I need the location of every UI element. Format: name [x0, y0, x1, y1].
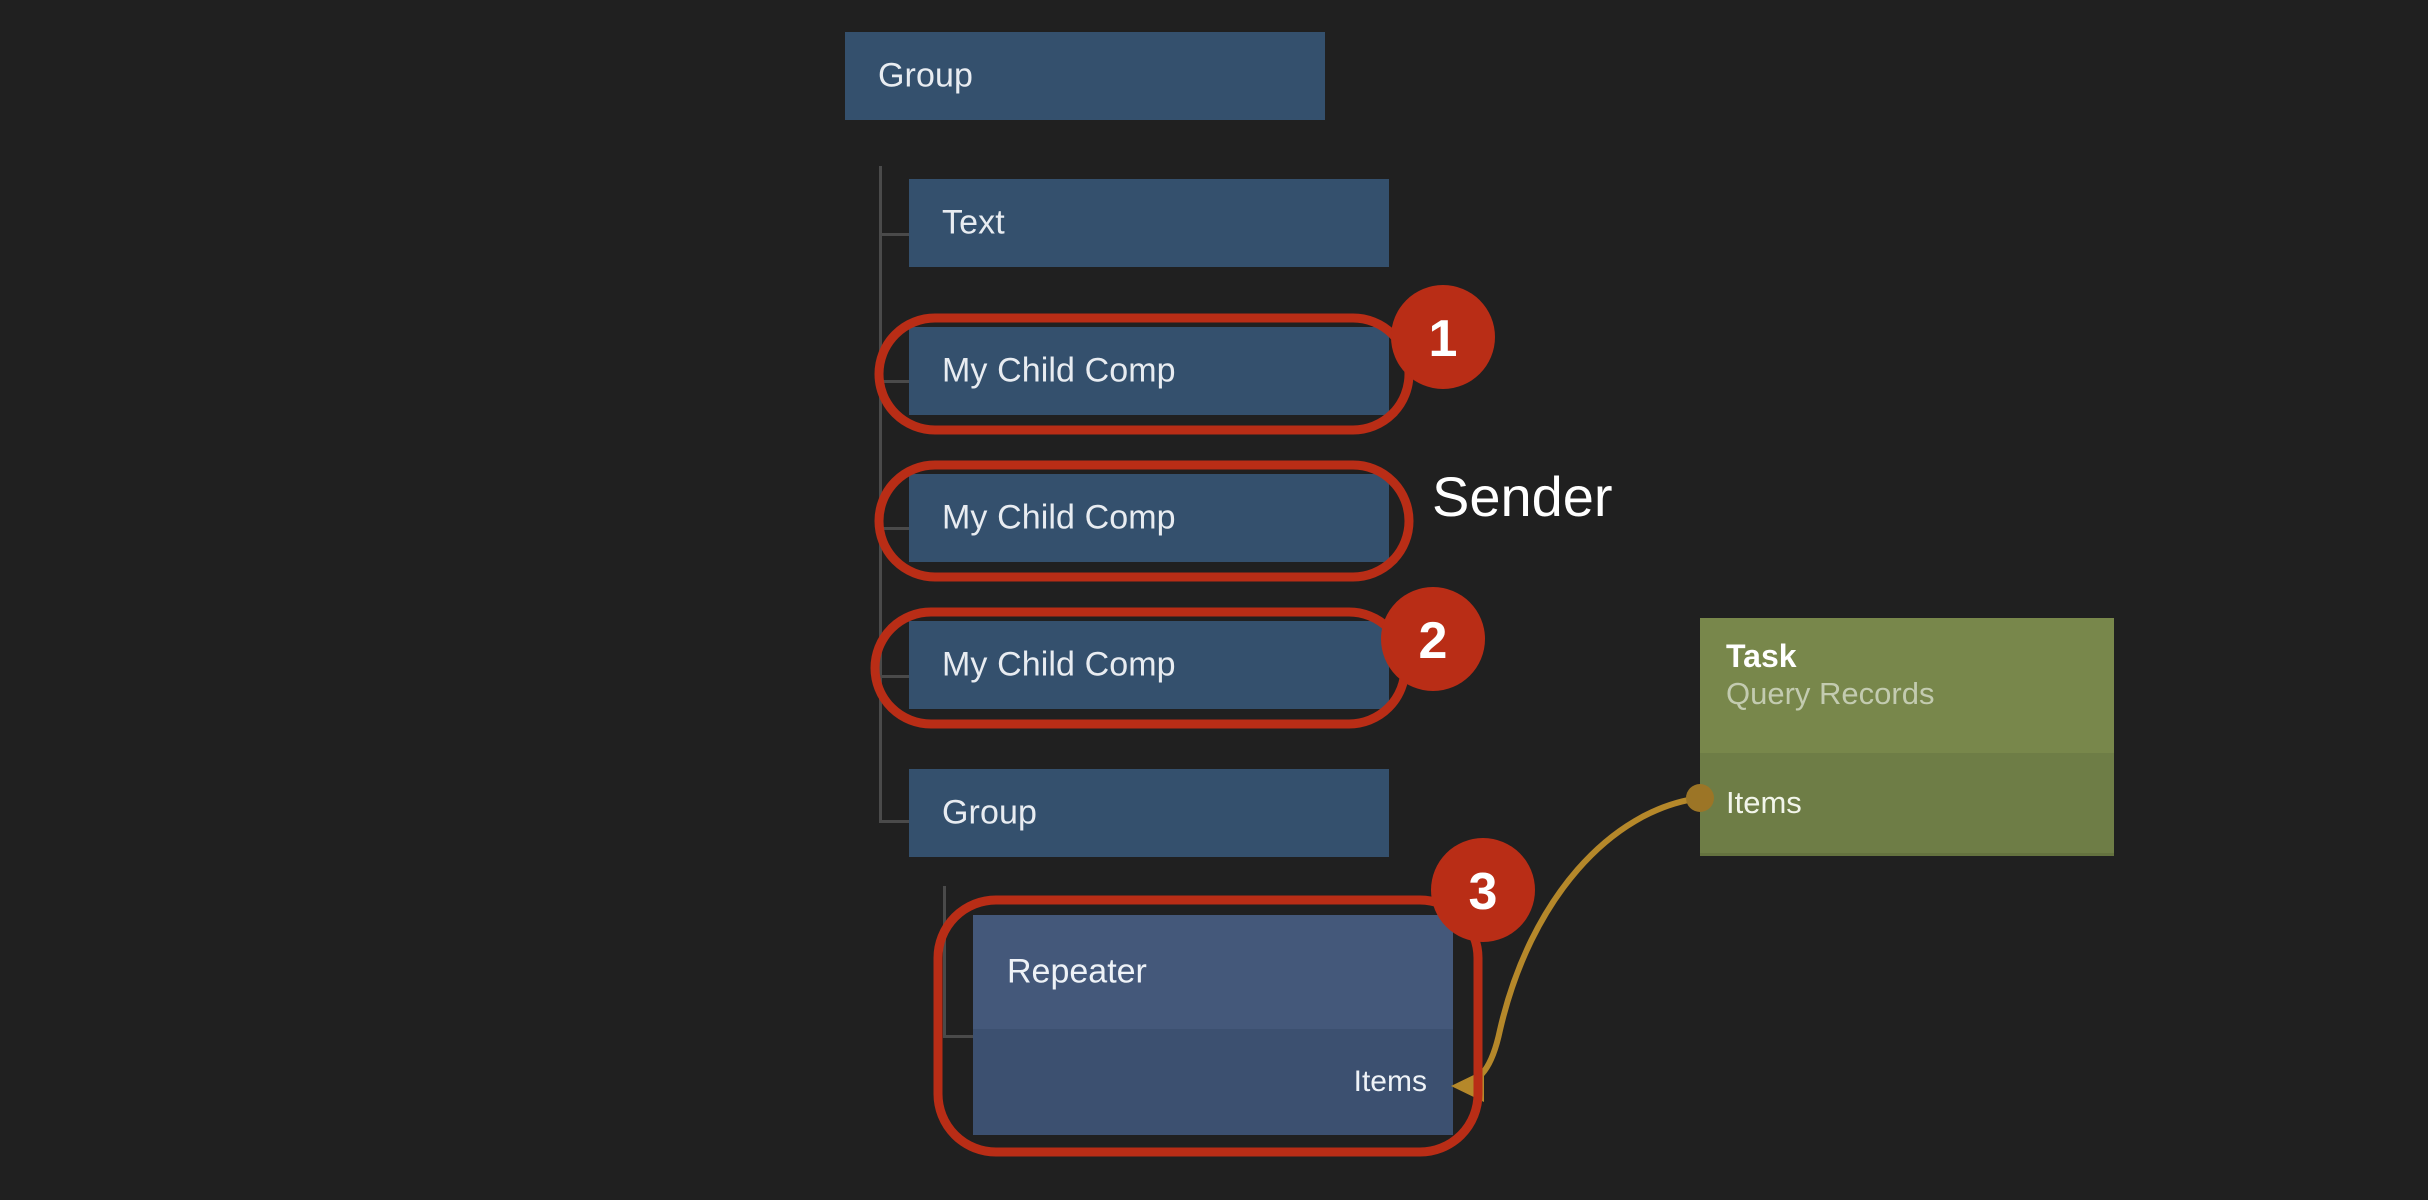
node-label: My Child Comp: [942, 645, 1176, 684]
node-my-child-comp-3[interactable]: My Child Comp: [909, 621, 1389, 709]
node-label: Group: [942, 793, 1037, 832]
task-body: Items: [1700, 753, 2114, 856]
tree-tick-child-2: [879, 527, 910, 530]
badge-leader-lines: [1404, 369, 1483, 893]
connection-wire: [1451, 784, 1714, 1102]
badge-2[interactable]: 2: [1381, 587, 1485, 691]
badge-3-number: 3: [1469, 863, 1498, 921]
node-my-child-comp-2[interactable]: My Child Comp: [909, 474, 1389, 562]
tree-tick-repeater: [943, 1035, 974, 1038]
node-label: My Child Comp: [942, 498, 1176, 537]
badge-2-number: 2: [1419, 612, 1448, 670]
node-label: Group: [878, 56, 973, 95]
tree-tick-child-1: [879, 380, 910, 383]
node-label: Text: [942, 203, 1005, 242]
node-text[interactable]: Text: [909, 179, 1389, 267]
node-group-child[interactable]: Group: [909, 769, 1389, 857]
node-my-child-comp-1[interactable]: My Child Comp: [909, 327, 1389, 415]
arrowhead-left-icon: [1451, 1070, 1484, 1102]
node-label: My Child Comp: [942, 351, 1176, 390]
task-title: Task: [1726, 638, 1797, 674]
task-items-port-label[interactable]: Items: [1726, 785, 1802, 820]
repeater-header: Repeater: [973, 915, 1453, 1029]
badge-1-number: 1: [1429, 310, 1458, 368]
task-header: Task Query Records: [1700, 618, 2114, 753]
callout-sender-label: Sender: [1432, 465, 1613, 528]
task-subtitle: Query Records: [1726, 676, 1935, 711]
tree-tick-text: [879, 233, 910, 236]
tree-tick-child-3: [879, 675, 910, 678]
badge-1[interactable]: 1: [1391, 285, 1495, 389]
tree-tick-group: [879, 820, 910, 823]
node-repeater[interactable]: Repeater Items: [973, 915, 1453, 1135]
tree-trunk-line: [879, 166, 882, 822]
repeater-items-port-label[interactable]: Items: [1353, 1065, 1427, 1098]
tree-trunk-line-nested: [943, 886, 946, 1038]
repeater-body: Items: [973, 1029, 1453, 1135]
node-task[interactable]: Task Query Records Items: [1700, 618, 2114, 856]
node-label: Repeater: [1007, 952, 1147, 991]
node-group-root[interactable]: Group: [845, 32, 1325, 120]
